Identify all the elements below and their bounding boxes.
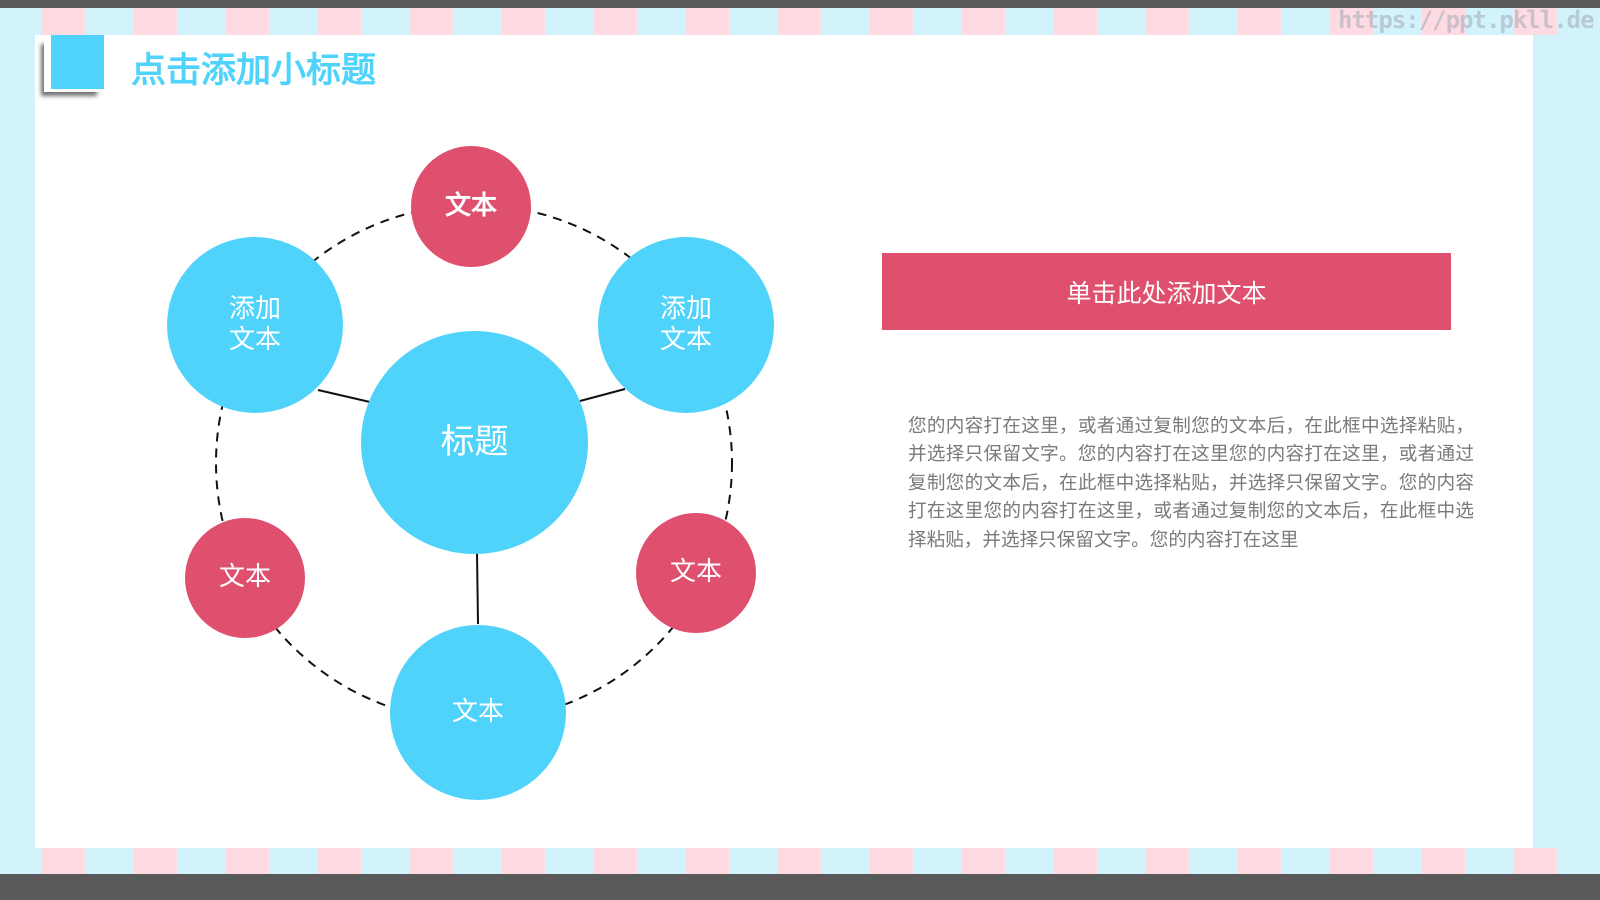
node-lower-right[interactable]: 文本 — [636, 513, 756, 633]
right-border — [1533, 35, 1600, 874]
node-center[interactable]: 标题 — [361, 331, 588, 554]
node-upper-left[interactable]: 添加 文本 — [167, 237, 343, 413]
connector-bottom — [476, 552, 479, 625]
slide-title[interactable]: 点击添加小标题 — [131, 51, 377, 91]
top-frame-bar — [0, 0, 1600, 8]
slide-panel — [35, 35, 1533, 848]
add-text-banner-label: 单击此处添加文本 — [1066, 278, 1267, 308]
bottom-frame-bar — [0, 874, 1600, 900]
top-stripe-border — [0, 8, 1600, 35]
node-bottom-label: 文本 — [451, 696, 504, 727]
watermark: https://ppt.pkll.de — [1338, 6, 1595, 34]
node-top[interactable]: 文本 — [411, 146, 531, 267]
node-lower-right-label: 文本 — [669, 557, 722, 588]
add-text-banner[interactable]: 单击此处添加文本 — [882, 253, 1451, 330]
node-upper-right[interactable]: 添加 文本 — [598, 237, 774, 413]
node-lower-left-label: 文本 — [218, 562, 271, 593]
node-upper-left-label: 添加 文本 — [228, 293, 281, 355]
stripe-edge — [0, 8, 42, 35]
connector-left — [317, 389, 371, 403]
node-center-label: 标题 — [440, 422, 509, 463]
title-accent-square — [51, 35, 104, 89]
stripe-edge — [0, 848, 36, 874]
bottom-stripe-border — [0, 848, 1600, 874]
node-bottom[interactable]: 文本 — [390, 625, 566, 800]
body-paragraph[interactable]: 您的内容打在这里，或者通过复制您的文本后，在此框中选择粘贴，并选择只保留文字。您… — [908, 416, 1474, 551]
node-top-label: 文本 — [444, 190, 497, 221]
node-upper-right-label: 添加 文本 — [659, 293, 712, 355]
node-lower-left[interactable]: 文本 — [185, 518, 305, 638]
connector-right — [579, 388, 626, 402]
